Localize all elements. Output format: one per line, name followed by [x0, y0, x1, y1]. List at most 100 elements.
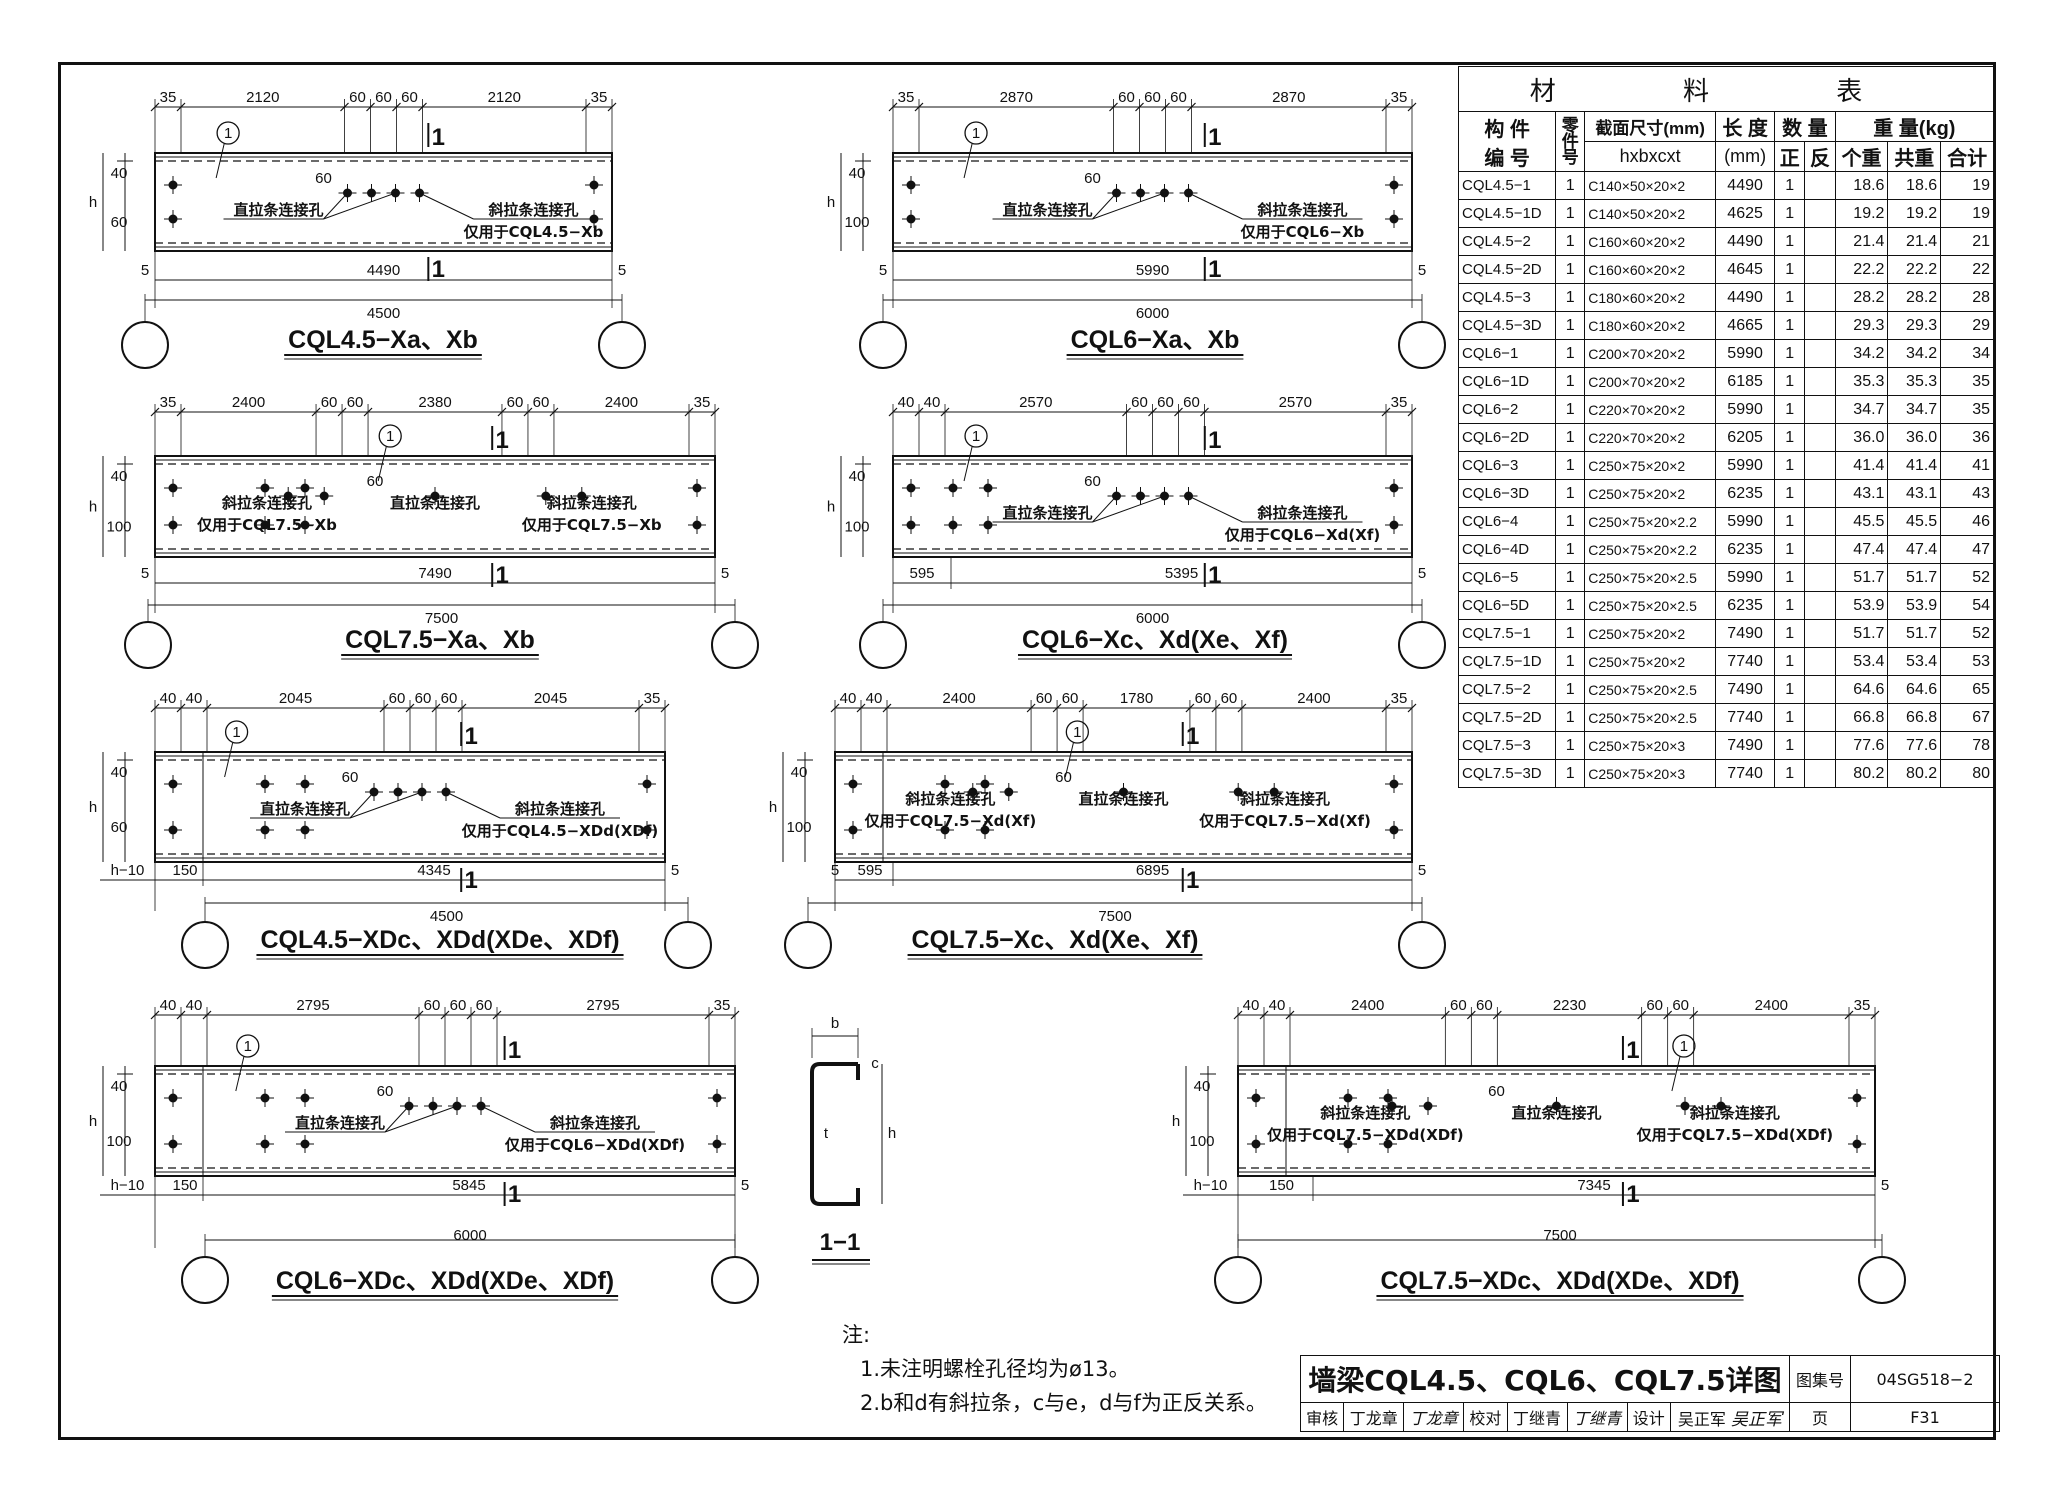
detail-caption: CQL7.5−Xa、Xb	[345, 626, 535, 654]
table-cell: 1	[1555, 171, 1586, 200]
top-dim-label: 60	[375, 89, 392, 106]
part-balloon	[216, 121, 240, 145]
table-cell: 1	[1555, 535, 1586, 564]
section-mark: 1	[508, 1037, 521, 1064]
section-b-label: b	[831, 1015, 839, 1032]
dim-tick	[1381, 407, 1391, 417]
note-1: 1.未注明螺栓孔径均为ø13。	[860, 1357, 1130, 1381]
top-dim-label: 2400	[232, 394, 265, 411]
table-cell: CQL4.5−2	[1457, 227, 1557, 256]
table-cell	[1804, 675, 1836, 704]
top-dim-label: 60	[415, 690, 432, 707]
overall-dim-label: 4500	[430, 908, 463, 925]
table-cell: 51.7	[1834, 619, 1889, 648]
label-straight-bar-hole: 直拉条连接孔	[1002, 504, 1092, 522]
dim-tick	[914, 407, 924, 417]
check-label: 校对	[1463, 1402, 1508, 1432]
end-dim-label: 5	[721, 565, 729, 582]
section-mark: 1	[1208, 427, 1221, 454]
label-only-for: 仅用于CQL7.5−Xb	[196, 516, 337, 534]
dim-tick	[710, 407, 720, 417]
col-w-total: 共重	[1887, 141, 1942, 172]
column-circle	[1214, 1256, 1262, 1304]
left-dim-label: 60	[111, 214, 128, 231]
table-cell: 34	[1940, 339, 1994, 368]
table-cell: C250×75×20×2.5	[1584, 675, 1717, 704]
dim-tick	[1492, 1010, 1502, 1020]
dim-tick	[1185, 703, 1195, 713]
column-circle	[121, 321, 169, 369]
top-dim-label: 40	[186, 997, 203, 1014]
table-cell: 1	[1774, 283, 1806, 312]
top-dim-label: 60	[1646, 997, 1663, 1014]
top-dim-label: 2870	[1000, 89, 1033, 106]
table-cell: 28	[1940, 283, 1994, 312]
top-dim-label: 35	[1391, 690, 1408, 707]
beam-outline	[154, 152, 613, 252]
top-dim-label: 60	[1476, 997, 1493, 1014]
label-only-for: 仅用于CQL4.5−Xb	[463, 223, 604, 241]
dim-tick	[684, 407, 694, 417]
table-cell: 36.0	[1834, 423, 1889, 452]
table-cell: 34.7	[1834, 395, 1889, 424]
section-mark: 1	[1208, 124, 1221, 151]
design-label: 设计	[1626, 1402, 1671, 1432]
part-balloon-label: 1	[386, 428, 394, 445]
table-cell: CQL6−4	[1457, 507, 1557, 536]
top-dim-label: 2230	[1553, 997, 1586, 1014]
table-cell: 35.3	[1834, 367, 1889, 396]
table-cell: 1	[1555, 675, 1586, 704]
dim-tick	[1381, 703, 1391, 713]
table-cell	[1804, 311, 1836, 340]
top-dim-label: 2400	[1351, 997, 1384, 1014]
label-straight-bar-hole: 直拉条连接孔	[390, 494, 480, 512]
table-cell: CQL4.5−3	[1457, 283, 1557, 312]
dim-tick	[379, 703, 389, 713]
top-dim-label: 60	[1118, 89, 1135, 106]
dim-tick	[856, 703, 866, 713]
table-cell: 52	[1940, 619, 1994, 648]
top-dim-label: 2570	[1279, 394, 1312, 411]
top-dim-label: 60	[441, 690, 458, 707]
column-circle	[1398, 621, 1446, 669]
dim-tick	[549, 407, 559, 417]
top-dim-label: 60	[1036, 690, 1053, 707]
table-cell: 21	[1940, 227, 1994, 256]
dim-tick	[1026, 703, 1036, 713]
table-cell: 29	[1940, 311, 1994, 340]
leader-line	[235, 1056, 245, 1092]
table-cell: 6235	[1715, 479, 1776, 508]
notes: 注: 1.未注明螺栓孔径均为ø13。 2.b和d有斜拉条，c与e，d与f为正反关…	[842, 1318, 1267, 1420]
reviewer: 丁龙章	[1343, 1402, 1405, 1432]
beam-outline	[154, 1065, 736, 1177]
dim-tick	[1285, 1010, 1295, 1020]
dim-tick	[1135, 102, 1144, 112]
table-cell: 80.2	[1834, 759, 1889, 788]
detail-caption: CQL6−XDc、XDd(XDe、XDf)	[276, 1267, 614, 1295]
table-cell: 1	[1774, 731, 1806, 760]
table-cell: 1	[1555, 395, 1586, 424]
dim-tick	[940, 407, 950, 417]
section-mark: 1	[1186, 723, 1199, 750]
top-dim-label: 60	[1221, 690, 1238, 707]
table-cell: 46	[1940, 507, 1994, 536]
leader-line	[1188, 495, 1243, 523]
leader-line	[1092, 495, 1165, 523]
table-cell	[1804, 563, 1836, 592]
table-cell	[1804, 507, 1836, 536]
top-dim-label: 60	[1195, 690, 1212, 707]
dim-tick	[1052, 703, 1062, 713]
end-dim-label: 5	[141, 565, 149, 582]
dim-tick	[730, 1010, 740, 1020]
dim-tick	[1237, 703, 1247, 713]
table-cell: 18.6	[1887, 171, 1942, 200]
top-dim-label: 60	[507, 394, 524, 411]
top-dim-label: 2795	[296, 997, 329, 1014]
table-cell: 1	[1555, 311, 1586, 340]
table-cell: 1	[1555, 339, 1586, 368]
dim-tick	[1637, 1010, 1647, 1020]
label-straight-bar-hole: 直拉条连接孔	[233, 201, 323, 219]
table-cell: 53.4	[1834, 647, 1889, 676]
table-cell: 1	[1774, 171, 1806, 200]
table-cell: 1	[1555, 731, 1586, 760]
